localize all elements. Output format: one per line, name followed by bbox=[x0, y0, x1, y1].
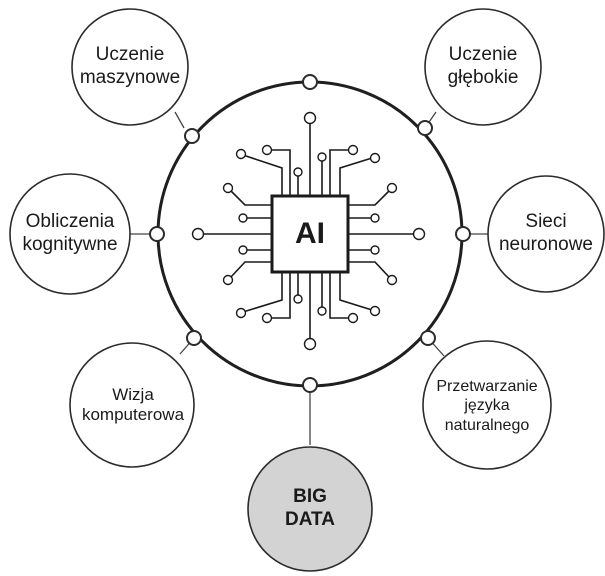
ring-dot-bottom bbox=[302, 377, 318, 393]
ring-dot-right bbox=[455, 226, 471, 242]
ring-dot-bottom-left bbox=[186, 330, 202, 346]
ring-dot-bottom-right bbox=[420, 330, 436, 346]
connector-ml bbox=[174, 111, 185, 129]
node-deep-learning bbox=[424, 8, 542, 126]
ring-dot-top-right bbox=[417, 120, 433, 136]
node-label-machine-learning: Uczenie maszynowe bbox=[79, 44, 181, 88]
node-nlp bbox=[422, 340, 552, 470]
ring-dot-left bbox=[149, 226, 165, 242]
center-label: AI bbox=[295, 217, 325, 250]
node-label-deep-learning: Uczenie głębokie bbox=[447, 44, 519, 88]
big-data-label: BIG DATA bbox=[285, 486, 335, 530]
node-neural-networks bbox=[487, 175, 605, 293]
ring-dot-top-left bbox=[184, 128, 200, 144]
node-computer-vision bbox=[69, 342, 195, 468]
node-label-computer-vision: Wizja komputerowa bbox=[81, 384, 185, 424]
node-label-neural-networks: Sieci neuronowe bbox=[498, 211, 594, 255]
ring-dot-top bbox=[302, 74, 318, 90]
node-label-cognitive-computing: Obliczenia kognitywne bbox=[22, 211, 118, 255]
node-label-nlp: Przetwarzanie języka naturalnego bbox=[436, 378, 538, 434]
circuit-icon bbox=[191, 111, 426, 351]
ai-chip bbox=[270, 194, 350, 274]
node-machine-learning bbox=[71, 8, 189, 126]
node-big-data bbox=[247, 446, 373, 572]
node-cognitive-computing bbox=[9, 173, 131, 295]
